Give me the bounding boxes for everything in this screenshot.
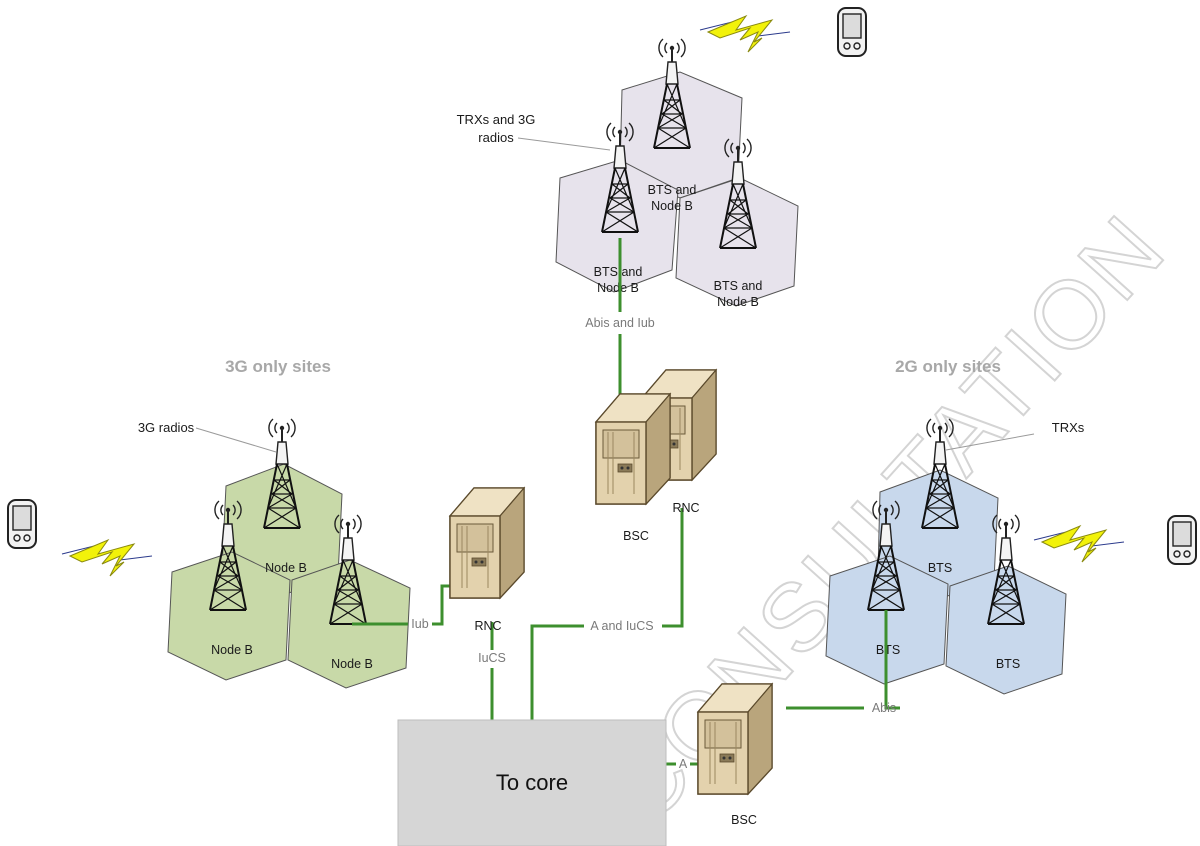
node-label-rnc-top: RNC bbox=[672, 501, 699, 515]
3g-cell-left bbox=[167, 551, 291, 681]
core-label: To core bbox=[496, 770, 568, 795]
link-label-abis-iub: Abis and Iub bbox=[585, 316, 655, 330]
mobile-phone-icon bbox=[7, 499, 37, 549]
link-label-a-iucs: A and IuCS bbox=[590, 619, 653, 633]
link-abis-iub-lower bbox=[618, 334, 642, 400]
node-label-bsc-bottom: BSC bbox=[731, 813, 757, 827]
bsc-rnc-servers: RNC BSC bbox=[595, 369, 717, 543]
group-title-3g: 3G only sites bbox=[225, 357, 331, 376]
callout-3g-radios: 3G radios bbox=[138, 420, 195, 435]
mixed-sites-cluster: BTS and Node B BTS and Node B BTS and No… bbox=[457, 7, 867, 309]
bsc-server-icon bbox=[595, 393, 671, 505]
node-label-bts-3: BTS bbox=[996, 657, 1020, 671]
2g-cell-right bbox=[945, 565, 1067, 695]
node-label-bts-1: BTS bbox=[928, 561, 952, 575]
callout-trx-3g-2: radios bbox=[478, 130, 514, 145]
link-label-abis: Abis bbox=[872, 701, 896, 715]
lightning-icon bbox=[699, 15, 791, 53]
link-iub-right bbox=[432, 584, 452, 626]
node-label-node-b-2: Node B bbox=[211, 643, 253, 657]
node-label-bts-nodeb-2b: Node B bbox=[597, 281, 639, 295]
node-label-bts-nodeb-1b: Node B bbox=[651, 199, 693, 213]
node-label-bsc-top: BSC bbox=[623, 529, 649, 543]
rnc-server-icon bbox=[449, 487, 525, 599]
bsc-server: BSC bbox=[697, 683, 773, 827]
node-label-bts-nodeb-2a: BTS and bbox=[594, 265, 643, 279]
callout-trx-3g-1: TRXs and 3G bbox=[457, 112, 536, 127]
node-label-bts-nodeb-3b: Node B bbox=[717, 295, 759, 309]
node-label-bts-2: BTS bbox=[876, 643, 900, 657]
link-label-iucs: IuCS bbox=[478, 651, 506, 665]
lightning-icon bbox=[61, 539, 153, 577]
link-abis-right bbox=[884, 610, 900, 710]
bsc-server-icon bbox=[697, 683, 773, 795]
2g-sites-cluster: 2G only sites BTS BTS BTS TRXs bbox=[825, 357, 1197, 695]
group-title-2g: 2G only sites bbox=[895, 357, 1001, 376]
core-box bbox=[397, 719, 667, 846]
link-label-a: A bbox=[679, 757, 688, 771]
core-network-box: To core bbox=[397, 719, 667, 846]
link-label-iub: Iub bbox=[411, 617, 428, 631]
node-label-rnc: RNC bbox=[474, 619, 501, 633]
callout-line bbox=[195, 427, 277, 453]
callout-trxs: TRXs bbox=[1052, 420, 1085, 435]
lightning-icon bbox=[1033, 525, 1125, 563]
callout-line bbox=[517, 137, 611, 151]
mobile-phone-icon bbox=[837, 7, 867, 57]
node-label-node-b-1: Node B bbox=[265, 561, 307, 575]
callout-line bbox=[945, 433, 1035, 451]
link-a-iucs-left bbox=[530, 624, 584, 720]
node-label-bts-nodeb-1a: BTS and bbox=[648, 183, 697, 197]
link-a-iucs-right bbox=[662, 508, 684, 628]
mobile-phone-icon bbox=[1167, 515, 1197, 565]
node-label-bts-nodeb-3a: BTS and bbox=[714, 279, 763, 293]
rnc-server: RNC bbox=[449, 487, 525, 633]
3g-sites-cluster: 3G only sites Node B Node B Node B 3G ra… bbox=[7, 357, 411, 689]
node-label-node-b-3: Node B bbox=[331, 657, 373, 671]
